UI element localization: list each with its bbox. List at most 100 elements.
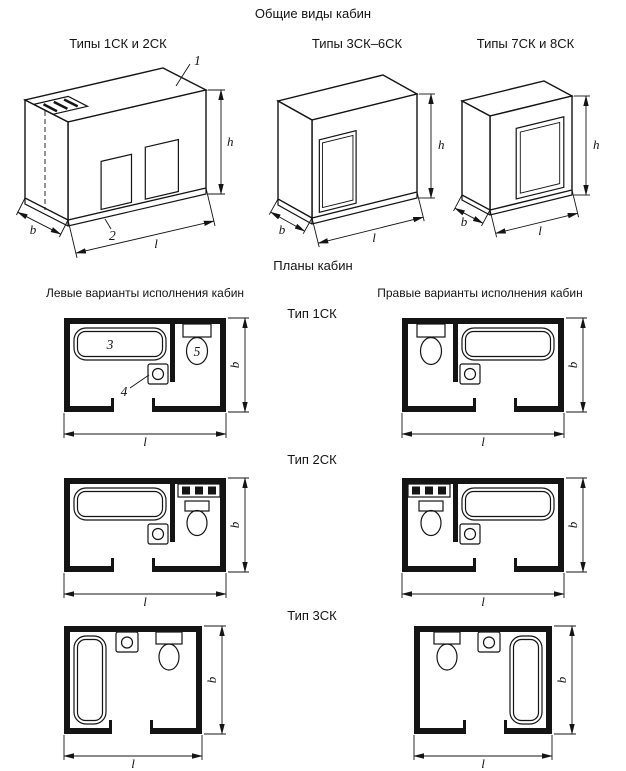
dimension-l: l	[63, 735, 203, 771]
washbasin	[459, 363, 481, 385]
dimension-b: b	[204, 625, 226, 735]
dimension-b: b	[268, 198, 313, 237]
dimension-label-l: l	[131, 756, 135, 771]
wall-bottom-right	[152, 566, 226, 572]
callout-leader	[175, 63, 191, 87]
grille-slot	[182, 486, 190, 495]
washbasin-body	[115, 631, 139, 653]
dimension-b: b	[227, 317, 249, 413]
dimension-label-b: b	[204, 676, 219, 683]
bathtub	[509, 635, 543, 725]
door-jamb	[463, 720, 466, 728]
toilet	[182, 323, 212, 366]
dimension-label-b: b	[554, 676, 569, 683]
bathtub-basin	[464, 330, 552, 358]
extension-line	[268, 198, 279, 215]
toilet-bowl	[186, 509, 208, 537]
dimension-l: l	[413, 735, 553, 771]
grille-slot	[42, 103, 58, 113]
wall-right	[402, 478, 408, 572]
washbasin-body	[147, 523, 169, 545]
grille-slot	[195, 486, 203, 495]
washbasin-bowl	[120, 636, 134, 649]
walls	[64, 318, 226, 412]
callout-number: 1	[194, 53, 201, 68]
dimension-label-l: l	[143, 434, 147, 449]
washbasin-bowl	[482, 636, 496, 649]
wall-bottom-left	[64, 728, 112, 734]
callout-4-washbasin: 4	[121, 384, 128, 399]
callout-2-base: 2	[104, 218, 116, 243]
washbasin	[147, 523, 169, 545]
plan-type-label-2sk: Тип 2СК	[287, 452, 337, 467]
section-title-views: Общие виды кабин	[254, 6, 372, 21]
toilet-bowl	[158, 643, 180, 671]
toilet	[184, 500, 210, 537]
door-jamb	[111, 558, 114, 566]
bathtub	[461, 487, 555, 521]
partition-wall	[453, 324, 458, 382]
bathtub	[73, 487, 167, 521]
partition-wall	[170, 324, 175, 382]
toilet-tank	[182, 323, 212, 338]
dimension-l: l	[63, 413, 227, 449]
bathtub-basin	[76, 638, 104, 722]
dimension-line	[17, 211, 62, 235]
plan-type-2sk-left: b l	[63, 477, 249, 609]
callout-3-bathtub: 3	[106, 337, 114, 352]
dimension-h: h	[208, 89, 234, 195]
extension-line	[205, 187, 216, 227]
dimension-b: b	[227, 477, 249, 573]
grille-slot	[425, 486, 433, 495]
dimension-line	[454, 207, 484, 224]
wall-right	[414, 626, 420, 734]
wall-right	[220, 318, 226, 412]
dimension-label-l: l	[481, 594, 485, 609]
dimension-b: b	[565, 477, 587, 573]
wall-bottom-right	[402, 566, 476, 572]
dimension-label-b: b	[227, 361, 242, 368]
door-jamb	[473, 398, 476, 406]
plan-type-3sk-right: b l	[413, 625, 576, 771]
dimension-line	[75, 220, 215, 254]
door-jamb	[152, 398, 155, 406]
wall-top	[402, 478, 564, 484]
washbasin-bowl	[151, 527, 165, 541]
bathtub-basin	[512, 638, 540, 722]
walls	[64, 478, 226, 572]
door-jamb	[152, 558, 155, 566]
wall-top	[414, 626, 552, 632]
door-opening-right	[144, 138, 179, 200]
view-label-types-3sk-6sk: Типы 3СК–6СК	[311, 36, 403, 51]
dimension-l: l	[401, 573, 565, 609]
toilet-tank	[155, 631, 183, 645]
wall-top	[64, 318, 226, 324]
wall-left	[64, 478, 70, 572]
callout-1-roof: 1	[175, 53, 201, 87]
washbasin-body	[459, 363, 481, 385]
dimension-label-l: l	[481, 434, 485, 449]
isometric-view-types-1sk-2sk: 1 2 b l h	[15, 53, 234, 259]
bathtub-rim	[509, 635, 543, 725]
dimension-line	[270, 211, 306, 232]
wall-bottom-left	[64, 566, 114, 572]
door-jamb	[514, 398, 517, 406]
toilet-bowl	[420, 509, 442, 537]
dimension-label-l: l	[372, 230, 376, 245]
door-leaf	[519, 121, 561, 194]
wall-bottom-right	[152, 406, 226, 412]
dimension-label-b: b	[461, 214, 468, 229]
bathtub	[461, 327, 555, 361]
walls	[402, 318, 564, 412]
wall-bottom-left	[514, 566, 564, 572]
grille-slot	[53, 100, 68, 110]
wall-left	[558, 478, 564, 572]
washbasin-bowl	[463, 367, 477, 381]
callout-5-toilet: 5	[194, 344, 201, 359]
bathtub-rim	[73, 487, 167, 521]
section-title-plans: Планы кабин	[273, 258, 353, 273]
door-jamb	[504, 720, 507, 728]
callout-number: 2	[109, 228, 116, 243]
door-opening	[515, 116, 565, 200]
ventilation-grille	[407, 483, 451, 498]
